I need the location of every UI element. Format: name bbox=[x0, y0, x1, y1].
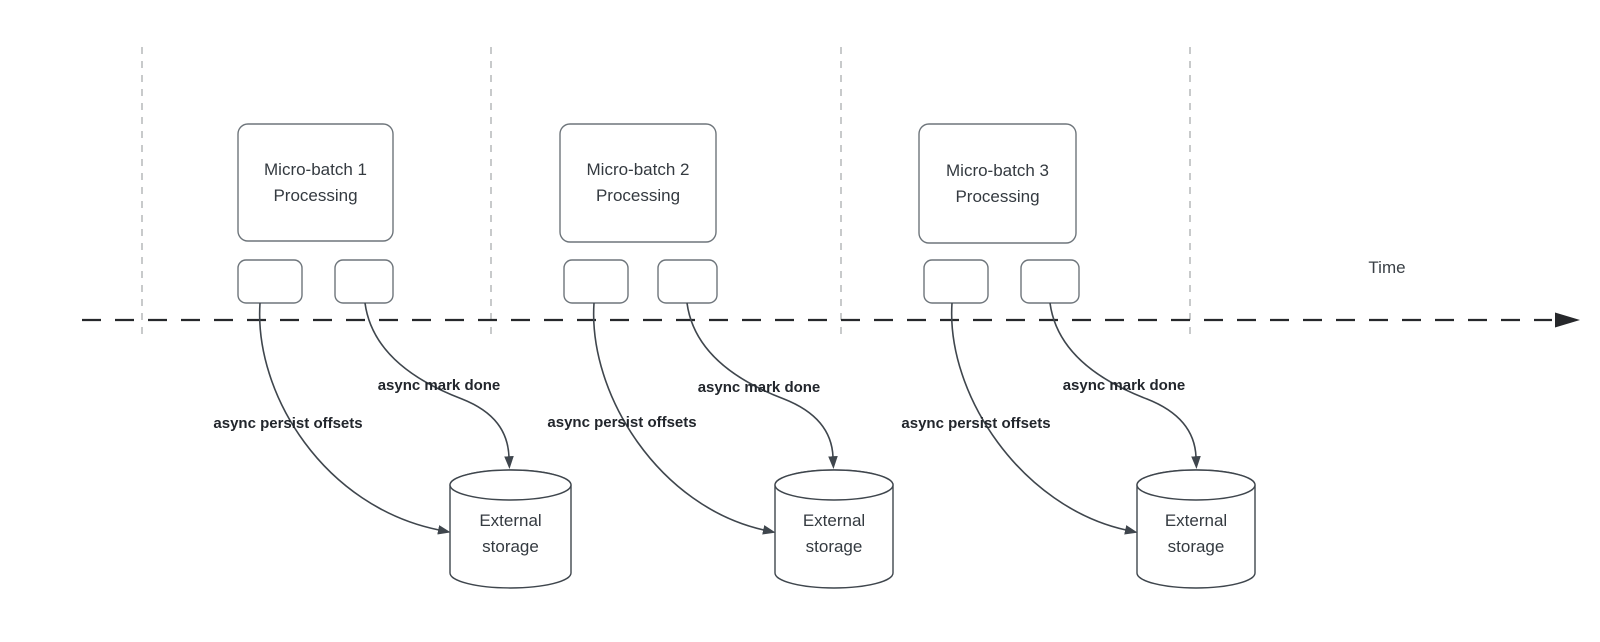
micro-batch-1-task-a bbox=[237, 259, 303, 304]
time-axis-label: Time bbox=[1368, 258, 1406, 277]
persist-offsets-label-2: async persist offsets bbox=[547, 414, 697, 431]
mark-done-label-2: async mark done bbox=[697, 379, 821, 396]
persist-offsets-arrow-2 bbox=[592, 302, 776, 535]
micro-batch-2-task-a bbox=[563, 259, 629, 304]
persist-offsets-arrow-3 bbox=[950, 302, 1138, 535]
external-storage-label-2: External storage bbox=[802, 511, 866, 556]
persist-offsets-label-3: async persist offsets bbox=[901, 415, 1051, 432]
micro-batch-1-label: Micro-batch 1 Processing bbox=[264, 159, 367, 205]
persist-offsets-arrow-1 bbox=[258, 302, 451, 535]
mark-done-arrow-1 bbox=[364, 302, 514, 469]
external-storage-cylinder-2-rim bbox=[774, 469, 894, 501]
time-axis-arrowhead-icon bbox=[1555, 312, 1580, 328]
persist-offsets-label-1: async persist offsets bbox=[213, 415, 363, 432]
micro-batch-2-box bbox=[559, 123, 717, 243]
micro-batch-3-label: Micro-batch 3 Processing bbox=[946, 160, 1049, 206]
mark-done-arrow-2 bbox=[686, 302, 838, 469]
mark-done-label-3: async mark done bbox=[1062, 377, 1186, 394]
external-storage-cylinder-3-rim bbox=[1136, 469, 1256, 501]
external-storage-cylinder-1-rim bbox=[449, 469, 572, 501]
mark-done-label-1: async mark done bbox=[377, 377, 501, 394]
micro-batch-3-task-b bbox=[1020, 259, 1080, 304]
micro-batch-2-task-b bbox=[657, 259, 718, 304]
mark-done-arrow-3 bbox=[1049, 302, 1201, 469]
micro-batch-1-box bbox=[237, 123, 394, 242]
external-storage-label-3: External storage bbox=[1164, 511, 1228, 556]
micro-batch-1-task-b bbox=[334, 259, 394, 304]
micro-batch-3-task-a bbox=[923, 259, 989, 304]
micro-batch-3-box bbox=[918, 123, 1077, 244]
external-storage-label-1: External storage bbox=[479, 511, 542, 556]
micro-batch-2-label: Micro-batch 2 Processing bbox=[586, 160, 690, 205]
